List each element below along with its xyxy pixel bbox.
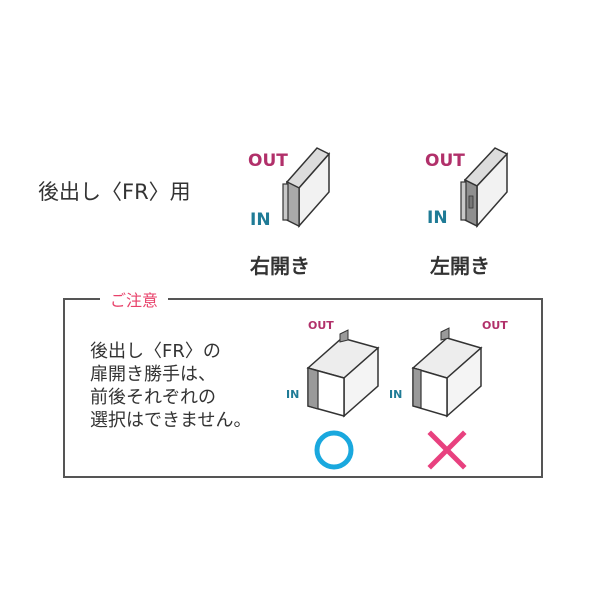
left-opening-box-icon [460, 147, 509, 228]
notice-in-label-correct: IN [286, 388, 300, 401]
cross-ng-icon [427, 430, 467, 470]
caption-left-opening: 左開き [430, 254, 490, 278]
circle-ok-icon [314, 430, 354, 470]
correct-box-icon [306, 329, 380, 418]
in-label-left: IN [427, 208, 448, 228]
diagram-right-opening [245, 140, 355, 240]
notice-diagram-wrong [405, 320, 490, 420]
wrong-box-icon [411, 327, 483, 418]
correct-mark [312, 428, 356, 472]
notice-out-label-wrong: OUT [482, 319, 508, 332]
wrong-mark [425, 428, 469, 472]
notice-title: ご注意 [100, 287, 169, 311]
notice-out-label-correct: OUT [308, 319, 334, 332]
diagram-left-opening [425, 140, 535, 240]
right-opening-box-icon [282, 147, 331, 228]
notice-line-3: 前後それぞれの [90, 387, 216, 408]
in-label-right: IN [250, 210, 271, 230]
out-label-left: OUT [425, 151, 465, 171]
notice-diagram-correct [300, 320, 385, 420]
notice-line-2: 扉開き勝手は、 [90, 364, 216, 385]
notice-text: 後出し〈FR〉の 扉開き勝手は、 前後それぞれの 選択はできません。 [90, 340, 251, 432]
out-label-right: OUT [248, 151, 288, 171]
notice-line-4: 選択はできません。 [90, 410, 252, 431]
notice-in-label-wrong: IN [389, 388, 403, 401]
notice-line-1: 後出し〈FR〉の [90, 341, 221, 362]
caption-right-opening: 右開き [250, 254, 310, 278]
notice-box [63, 298, 543, 478]
section-label: 後出し〈FR〉用 [38, 180, 191, 204]
